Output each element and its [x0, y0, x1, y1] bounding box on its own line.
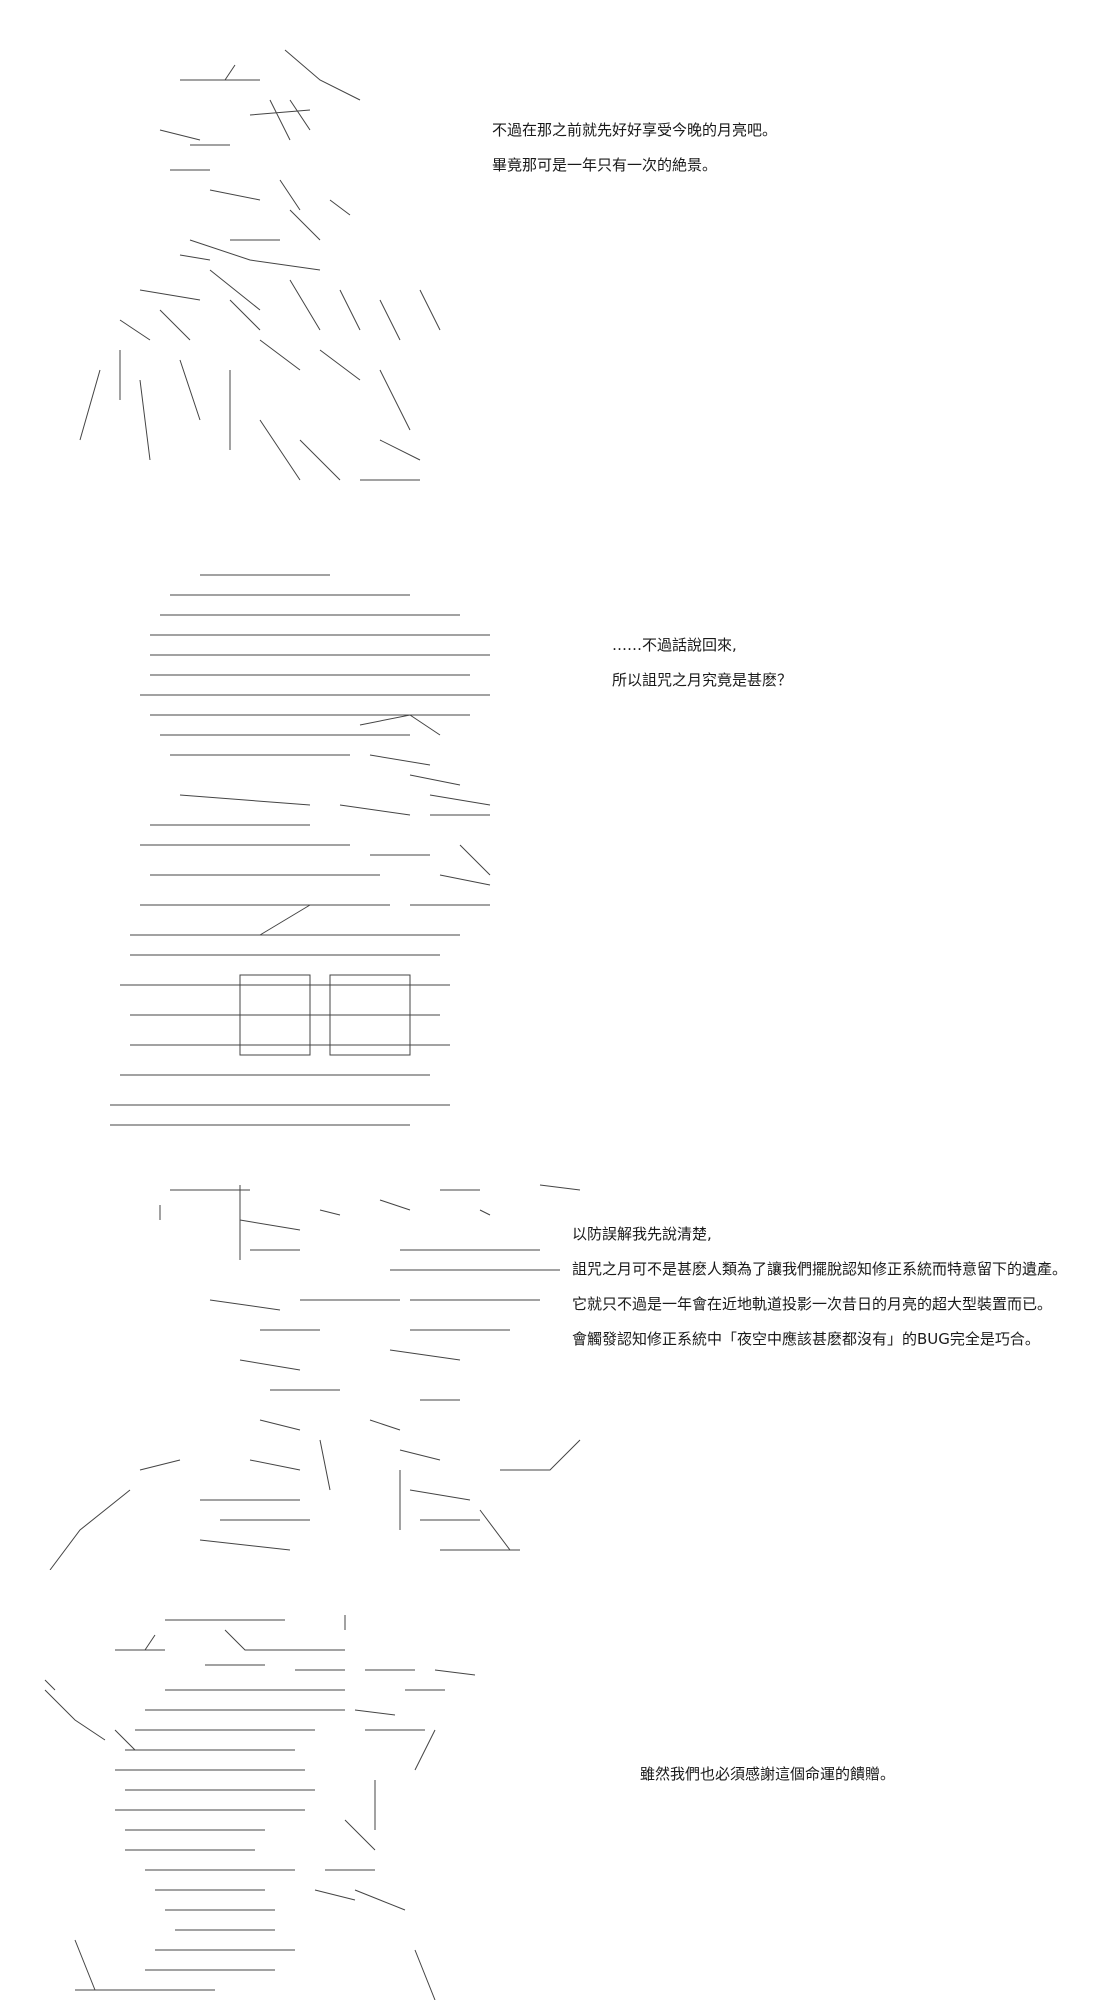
dialogue-line: 畢竟那可是一年只有一次的絶景。	[492, 156, 718, 174]
dialogue-line: 會觸發認知修正系統中「夜空中應該甚麽都沒有」的BUG完全是巧合。	[572, 1330, 1040, 1348]
dialogue-panel-4: 雖然我們也必須感謝這個命運的饋贈。	[640, 1757, 895, 1792]
dialogue-line: 它就只不過是一年會在近地軌道投影一次昔日的月亮的超大型裝置而已。	[572, 1295, 1053, 1313]
dialogue-line: ……不過話說回來,	[612, 636, 737, 654]
dialogue-line: 所以詛咒之月究竟是甚麽？	[612, 671, 793, 689]
dialogue-line: 不過在那之前就先好好享受今晚的月亮吧。	[492, 121, 778, 139]
ascii-art-seated-figure	[110, 555, 570, 1135]
panel-3: 以防誤解我先說清楚, 詛咒之月可不是甚麽人類為了讓我們擺脫認知修正系統而特意留下…	[0, 1150, 1120, 1590]
dialogue-panel-3: 以防誤解我先說清楚, 詛咒之月可不是甚麽人類為了讓我們擺脫認知修正系統而特意留下…	[572, 1217, 1067, 1357]
ascii-art-figure-with-hat	[60, 40, 460, 490]
dialogue-panel-1: 不過在那之前就先好好享受今晚的月亮吧。 畢竟那可是一年只有一次的絶景。	[492, 113, 777, 183]
dialogue-line: 雖然我們也必須感謝這個命運的饋贈。	[640, 1765, 896, 1783]
dialogue-line: 詛咒之月可不是甚麽人類為了讓我們擺脫認知修正系統而特意留下的遺產。	[572, 1260, 1068, 1278]
panel-2: ……不過話說回來, 所以詛咒之月究竟是甚麽？	[0, 500, 1120, 1150]
panel-4: 雖然我們也必須感謝這個命運的饋贈。	[0, 1590, 1120, 2000]
panel-1: 不過在那之前就先好好享受今晚的月亮吧。 畢竟那可是一年只有一次的絶景。	[0, 0, 1120, 500]
dialogue-panel-2: ……不過話說回來, 所以詛咒之月究竟是甚麽？	[612, 628, 792, 698]
dialogue-line: 以防誤解我先說清楚,	[572, 1225, 712, 1243]
ascii-art-two-figures	[40, 1170, 640, 1570]
ascii-art-figure-with-hat-2	[15, 1610, 575, 2000]
